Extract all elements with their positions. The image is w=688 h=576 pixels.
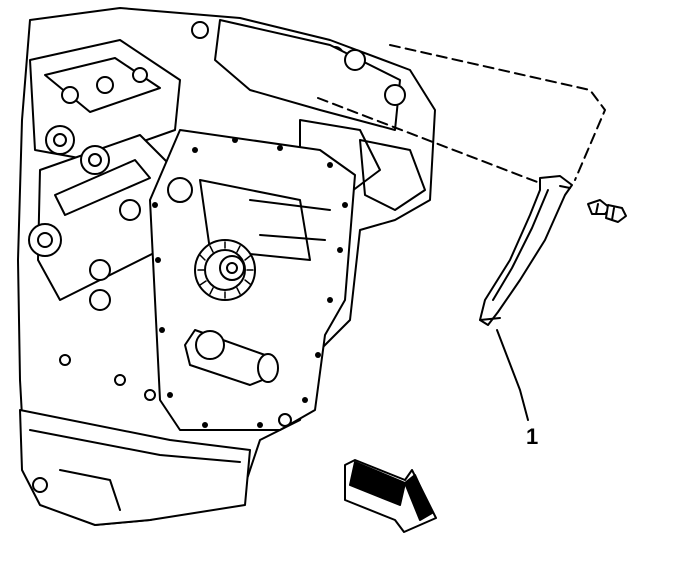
dashed-leader-line	[317, 44, 606, 186]
bolt	[587, 199, 627, 223]
callout-leader-line	[496, 329, 529, 421]
crankshaft-sprocket	[194, 239, 256, 301]
timing-chain-guide	[479, 175, 573, 326]
callout-label-1: 1	[526, 424, 538, 449]
front-direction-arrow	[344, 459, 437, 533]
oil-pan	[19, 409, 251, 526]
engine-block	[17, 7, 436, 526]
